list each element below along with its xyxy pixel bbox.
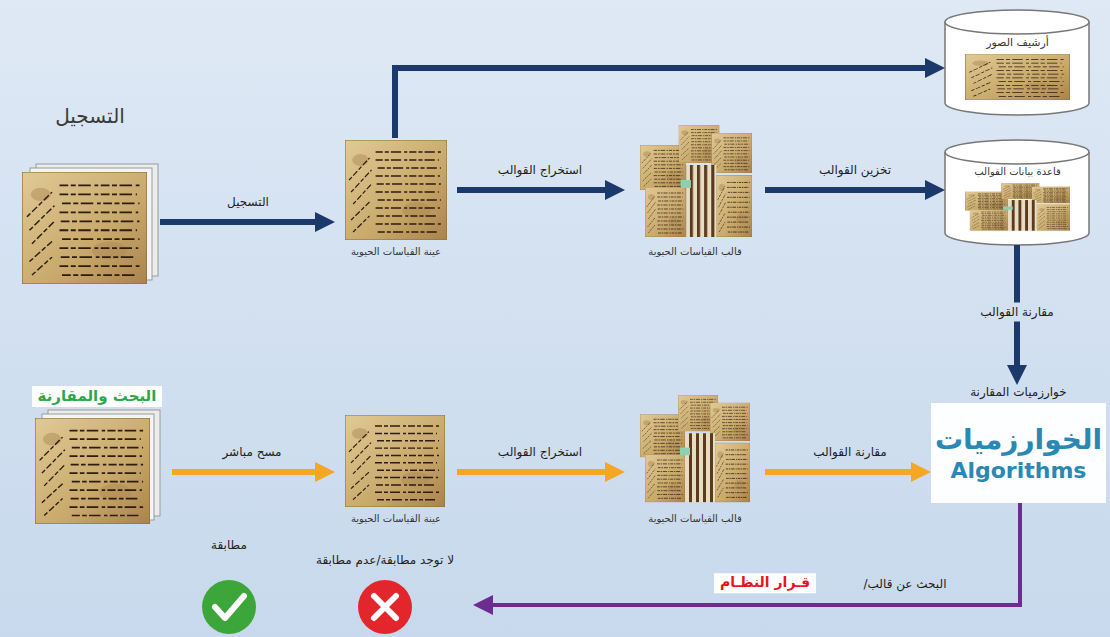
template-node: قالب القياسات الحيوية — [625, 393, 765, 525]
template-picture — [640, 125, 752, 237]
flow-arrow — [457, 469, 613, 475]
sample-node: عينة القياسات الحيوية — [335, 413, 457, 525]
edge-label: تخزين القوالب — [819, 163, 891, 178]
template-picture — [640, 395, 750, 502]
nomatch-node: لا توجد مطابقة/عدم مطابقة — [297, 553, 473, 636]
sample-picture — [345, 415, 445, 507]
flow-arrow — [765, 187, 933, 193]
match-icon — [202, 580, 256, 634]
node-title: قاعدة بيانات القوالب — [974, 166, 1060, 179]
match-node: مطابقة — [189, 538, 269, 636]
enrol-manuscript — [22, 164, 158, 284]
edge-label: مسح مباشر — [222, 445, 281, 460]
flow-arrow — [172, 469, 323, 475]
flow-arrow — [457, 187, 613, 193]
sample-node: عينة القياسات الحيوية — [335, 138, 457, 258]
edge-label: البحث عن قالب/ — [864, 577, 947, 592]
node-title: خوارزميات المقارنة — [970, 385, 1067, 400]
edge-label: مقارنة القوالب — [813, 445, 887, 460]
flow-arrow — [160, 219, 323, 225]
edge-label: استخراج القوالب — [498, 163, 582, 178]
node-title: قالب القياسات الحيوية — [648, 513, 741, 526]
edge-label: مقارنة القوالب — [976, 303, 1058, 322]
edge-label: التسجيل — [227, 195, 269, 210]
algorithm-box: خوارزميات المقارنة الخوارزمياتAlgorithms — [931, 385, 1106, 503]
flow-arrow — [485, 503, 1020, 605]
enrol-image-node: التسجيل — [20, 104, 160, 288]
node-title: لا توجد مطابقة/عدم مطابقة — [316, 553, 454, 568]
node-title: البحث والمقارنة — [32, 386, 163, 407]
algorithm-panel: الخوارزمياتAlgorithms — [931, 403, 1106, 503]
node-text: Algorithms — [950, 457, 1086, 485]
database-cylinder — [945, 140, 1089, 245]
node-title: أرشيف الصور — [986, 36, 1049, 50]
node-title: عينة القياسات الحيوية — [351, 246, 441, 259]
node-title: عينة القياسات الحيوية — [351, 513, 441, 526]
edge-label: استخراج القوالب — [498, 445, 582, 460]
flow-arrow — [395, 68, 933, 138]
node-text: الخوارزميات — [935, 422, 1102, 457]
node-title: قالب القياسات الحيوية — [648, 246, 741, 259]
template-node: قالب القياسات الحيوية — [625, 123, 765, 258]
flow-arrow — [765, 469, 919, 475]
search-manuscript — [35, 410, 160, 524]
database-node: قاعدة بيانات القوالب — [945, 140, 1090, 245]
node-title: مطابقة — [211, 538, 247, 553]
sample-picture — [345, 140, 447, 240]
nomatch-icon — [358, 580, 412, 634]
node-title: التسجيل — [55, 104, 125, 129]
search-image-node: البحث والمقارنة — [22, 386, 172, 528]
archive-cylinder — [945, 10, 1089, 115]
decision-label: قـرار النظـام — [714, 573, 816, 593]
archive-node: أرشيف الصور — [945, 10, 1090, 115]
